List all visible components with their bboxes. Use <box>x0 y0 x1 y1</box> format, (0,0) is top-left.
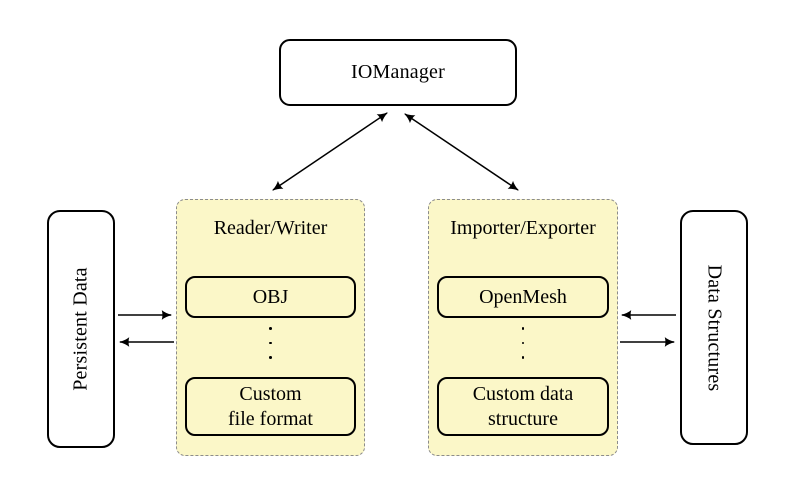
group-reader-writer: Reader/Writer OBJ Custom file format <box>176 199 365 456</box>
iomanager-label: IOManager <box>351 61 445 83</box>
custom-data-structure-label: Custom data structure <box>472 382 574 430</box>
vdots-icon <box>429 327 617 359</box>
node-openmesh: OpenMesh <box>437 276 609 318</box>
arrow-iomanager-importer-exporter <box>404 113 519 191</box>
arrow-iomanager-reader-writer <box>272 112 388 191</box>
node-custom-file-format: Custom file format <box>185 377 356 436</box>
importer-exporter-title: Importer/Exporter <box>450 217 596 239</box>
node-obj: OBJ <box>185 276 356 318</box>
node-custom-data-structure: Custom data structure <box>437 377 609 436</box>
node-persistent-data: Persistent Data <box>47 210 115 448</box>
node-data-structures: Data Structures <box>680 210 748 445</box>
obj-label: OBJ <box>252 285 289 308</box>
data-structures-label: Data Structures <box>703 264 726 391</box>
node-iomanager: IOManager <box>279 39 517 106</box>
custom-file-format-label: Custom file format <box>228 382 313 430</box>
group-importer-exporter: Importer/Exporter OpenMesh Custom data s… <box>428 199 618 456</box>
reader-writer-title: Reader/Writer <box>213 217 328 239</box>
openmesh-label: OpenMesh <box>479 285 567 308</box>
vdots-icon <box>177 327 364 359</box>
persistent-data-label: Persistent Data <box>69 267 92 391</box>
